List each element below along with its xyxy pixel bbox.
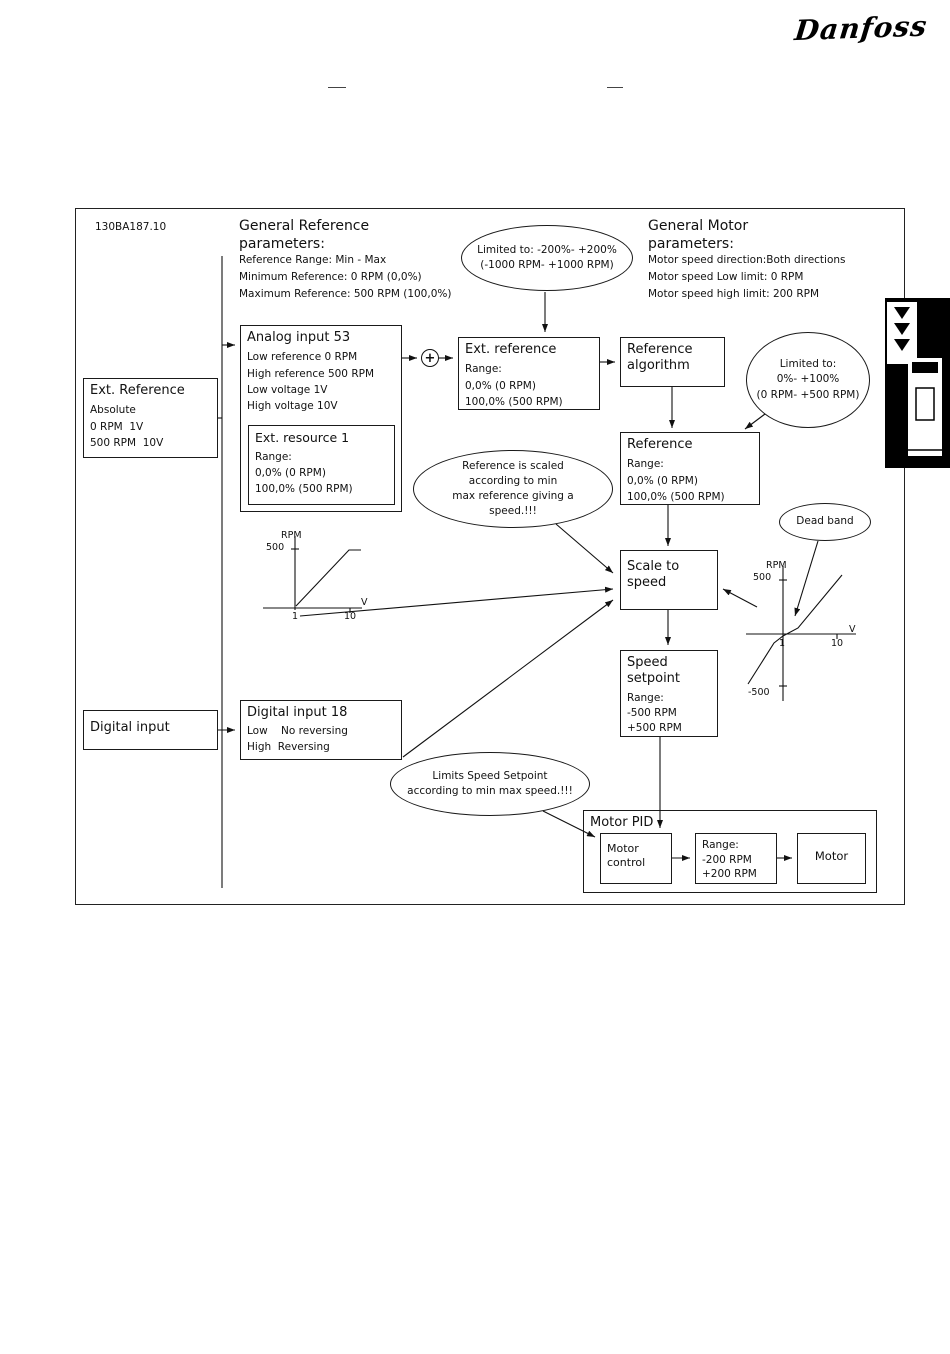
sum-junction: + (421, 349, 439, 367)
analog-input-53-title: Analog input 53 (247, 330, 351, 345)
triangle-markers-icon (894, 307, 910, 351)
left-graph-y-max: 500 (266, 542, 285, 553)
ext-reference-box: Ext. reference Range: 0,0% (0 RPM) 100,0… (458, 337, 600, 410)
left-graph-x-tick-10: 10 (344, 611, 357, 622)
ext-resource-1-body: Range: 0,0% (0 RPM) 100,0% (500 RPM) (255, 450, 353, 496)
left-graph-y-axis-label: RPM (281, 530, 302, 541)
ext-reference-title: Ext. reference (465, 342, 557, 357)
scale-to-speed-box: Scale to speed (620, 550, 718, 610)
ext-reference-source-body: Absolute 0 RPM 1V 500 RPM 10V (90, 404, 164, 449)
header-mark-left (328, 87, 346, 88)
right-graph-x-axis-label: V (849, 624, 856, 635)
general-motor-parameters-title: General Motor parameters: (648, 218, 749, 252)
reference-title: Reference (627, 437, 693, 452)
left-graph-x-axis-label: V (361, 597, 368, 608)
right-graph-x-tick-10: 10 (831, 638, 844, 649)
speed-setpoint-title: Speed setpoint (627, 655, 681, 687)
digital-input-source-title: Digital input (90, 720, 170, 735)
chapter-tab-drive-art (885, 298, 950, 468)
callout-limited-ext: Limited to: -200%- +200% (-1000 RPM- +10… (461, 225, 633, 291)
general-reference-parameters-title: General Reference parameters: (239, 218, 370, 252)
reference-box: Reference Range: 0,0% (0 RPM) 100,0% (50… (620, 432, 760, 505)
reference-algorithm-title: Reference algorithm (627, 342, 693, 374)
digital-input-18-title: Digital input 18 (247, 705, 348, 720)
left-graph-x-tick-1: 1 (292, 611, 299, 622)
digital-input-18-body: Low No reversing High Reversing (247, 725, 348, 753)
digital-input-source-box: Digital input (83, 710, 218, 750)
ext-reference-source-title: Ext. Reference (90, 383, 185, 398)
motor-control-box: Motor control (600, 833, 672, 884)
speed-setpoint-body: Range: -500 RPM +500 RPM (627, 691, 682, 734)
header-mark-right (607, 87, 623, 88)
right-graph-y-max: 500 (753, 572, 772, 583)
vlt-drive-icon (908, 358, 942, 456)
right-graph-x-tick-1: 1 (779, 638, 786, 649)
ext-reference-body: Range: 0,0% (0 RPM) 100,0% (500 RPM) (465, 363, 563, 408)
ext-resource-1-title: Ext. resource 1 (255, 430, 350, 445)
artwork-id: 130BA187.10 (95, 221, 167, 233)
motor-range-box: Range: -200 RPM +200 RPM (695, 833, 777, 884)
ext-resource-1-box: Ext. resource 1 Range: 0,0% (0 RPM) 100,… (248, 425, 395, 505)
reference-algorithm-box: Reference algorithm (620, 337, 725, 387)
callout-reference-scaled: Reference is scaled according to min max… (413, 450, 613, 528)
motor-box: Motor (797, 833, 866, 884)
callout-limits-speed-setpoint: Limits Speed Setpoint according to min m… (390, 752, 590, 816)
right-graph-y-axis-label: RPM (766, 560, 787, 571)
right-graph-y-min: -500 (748, 687, 770, 698)
motor-pid-title: Motor PID (590, 815, 654, 830)
motor-range-body: Range: -200 RPM +200 RPM (702, 839, 757, 881)
reference-body: Range: 0,0% (0 RPM) 100,0% (500 RPM) (627, 458, 725, 503)
scale-to-speed-title: Scale to speed (627, 559, 680, 591)
general-motor-parameters-body: Motor speed direction:Both directions Mo… (648, 254, 846, 300)
callout-dead-band: Dead band (779, 503, 871, 541)
motor-title: Motor (814, 849, 849, 863)
general-reference-parameters-body: Reference Range: Min - Max Minimum Refer… (239, 254, 452, 300)
ext-reference-source-box: Ext. Reference Absolute 0 RPM 1V 500 RPM… (83, 378, 218, 458)
analog-input-53-body: Low reference 0 RPM High reference 500 R… (247, 351, 375, 413)
speed-setpoint-box: Speed setpoint Range: -500 RPM +500 RPM (620, 650, 718, 737)
motor-control-title: Motor control (607, 842, 646, 869)
digital-input-18-box: Digital input 18 Low No reversing High R… (240, 700, 402, 760)
callout-limited-ref: Limited to: 0%- +100% (0 RPM- +500 RPM) (746, 332, 870, 428)
danfoss-logo: Danfoss (793, 9, 930, 48)
